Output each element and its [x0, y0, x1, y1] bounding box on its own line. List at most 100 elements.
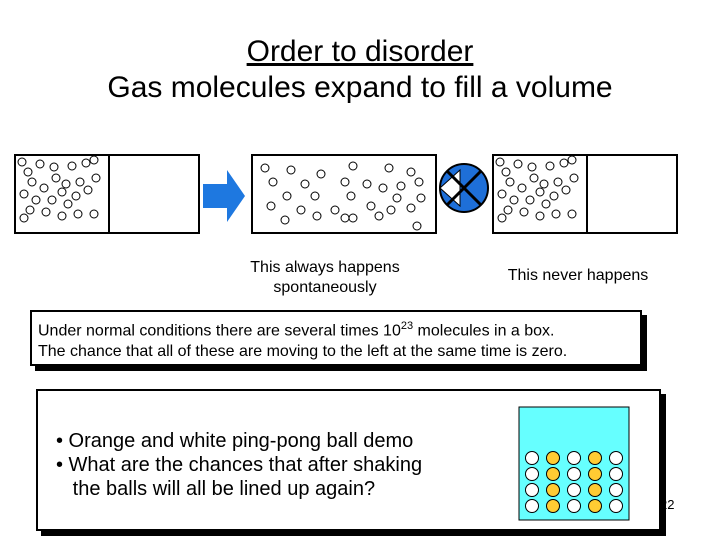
gas-molecule [300, 179, 310, 189]
probability-note: Under normal conditions there are severa… [30, 310, 642, 366]
ping-pong-ball [567, 483, 581, 497]
ping-pong-ball [525, 451, 539, 465]
gas-molecule [19, 189, 29, 199]
gas-molecule [83, 185, 93, 195]
gas-molecule [312, 211, 322, 221]
gas-molecule [286, 165, 296, 175]
gas-molecule [509, 195, 519, 205]
gas-molecule [527, 162, 537, 172]
ping-pong-ball [525, 467, 539, 481]
caption-always-happens: This always happens spontaneously [218, 258, 432, 298]
gas-molecule [549, 191, 559, 201]
gas-molecule [495, 157, 505, 167]
ping-pong-ball [546, 499, 560, 513]
gas-molecule [513, 159, 523, 169]
gas-molecule [330, 205, 340, 215]
gas-molecule [551, 209, 561, 219]
gas-molecule [505, 177, 515, 187]
slide-title: Order to disorder [246, 35, 474, 68]
gas-molecule [535, 211, 545, 221]
ping-pong-ball [609, 499, 623, 513]
caption-always-line1: This always happens [250, 259, 400, 276]
note-exponent: 23 [400, 320, 414, 332]
bullet-item: the balls will all be lined up again? [56, 478, 376, 500]
ping-pong-ball [525, 499, 539, 513]
gas-molecule [61, 179, 71, 189]
gas-molecule [406, 203, 416, 213]
right-arrow-icon [203, 170, 245, 222]
gas-molecule [81, 158, 91, 168]
gas-molecule [57, 211, 67, 221]
ping-pong-ball [609, 451, 623, 465]
gas-molecule [39, 183, 49, 193]
gas-molecule [392, 193, 402, 203]
gas-molecule [25, 205, 35, 215]
gas-molecule [310, 191, 320, 201]
gas-molecule [91, 173, 101, 183]
gas-molecule [49, 162, 59, 172]
ping-pong-ball [546, 483, 560, 497]
note-line-2: The chance that all of these are moving … [38, 343, 568, 361]
prohibited-icon [439, 163, 489, 213]
bullet-list: • Orange and white ping-pong ball demo •… [56, 429, 422, 501]
gas-molecule [23, 167, 33, 177]
box-molecules-spread [251, 154, 437, 234]
gas-molecule [316, 169, 326, 179]
gas-molecule [541, 199, 551, 209]
gas-molecule [260, 163, 270, 173]
ping-pong-ball [609, 467, 623, 481]
gas-molecule [503, 205, 513, 215]
gas-molecule [535, 187, 545, 197]
gas-molecule [19, 213, 29, 223]
gas-molecule [374, 211, 384, 221]
gas-molecule [539, 179, 549, 189]
ping-pong-ball [588, 499, 602, 513]
gas-molecule [51, 173, 61, 183]
box-molecules-left [14, 154, 200, 234]
ping-pong-ball [567, 467, 581, 481]
gas-molecule [519, 207, 529, 217]
gas-molecule [89, 209, 99, 219]
gas-molecule [47, 195, 57, 205]
gas-molecule [545, 161, 555, 171]
gas-molecule [31, 195, 41, 205]
gas-molecule [346, 191, 356, 201]
gas-molecule [362, 179, 372, 189]
gas-molecule [35, 159, 45, 169]
slide-subtitle: Gas molecules expand to fill a volume [107, 71, 613, 104]
gas-molecule [378, 183, 388, 193]
gas-molecule [73, 209, 83, 219]
gas-molecule [517, 183, 527, 193]
gas-molecule [266, 201, 276, 211]
gas-molecule [340, 213, 350, 223]
gas-molecule [89, 155, 99, 165]
ping-pong-ball [567, 499, 581, 513]
gas-molecule [268, 177, 278, 187]
gas-molecule [559, 158, 569, 168]
gas-molecule [414, 177, 424, 187]
gas-molecule [386, 205, 396, 215]
gas-molecule [561, 185, 571, 195]
demo-box: • Orange and white ping-pong ball demo •… [36, 389, 661, 531]
gas-molecule [497, 189, 507, 199]
note-line-1: Under normal conditions there are severa… [38, 320, 555, 340]
ping-pong-ball [588, 483, 602, 497]
gas-molecule [529, 173, 539, 183]
gas-molecule [57, 187, 67, 197]
bullet-item: • What are the chances that after shakin… [56, 454, 423, 476]
ping-pong-ball [588, 467, 602, 481]
ping-pong-ball [588, 451, 602, 465]
gas-molecule [280, 215, 290, 225]
bullet-item: • Orange and white ping-pong ball demo [56, 430, 414, 452]
caption-never-happens: This never happens [507, 267, 649, 284]
caption-always-line2: spontaneously [273, 279, 377, 296]
gas-molecule [340, 177, 350, 187]
gas-molecule [41, 207, 51, 217]
gas-molecule [17, 157, 27, 167]
gas-molecule [366, 201, 376, 211]
gas-molecule [406, 167, 416, 177]
gas-molecule [63, 199, 73, 209]
ping-pong-ball-container [518, 406, 630, 521]
ping-pong-ball [546, 451, 560, 465]
gas-molecule [282, 191, 292, 201]
